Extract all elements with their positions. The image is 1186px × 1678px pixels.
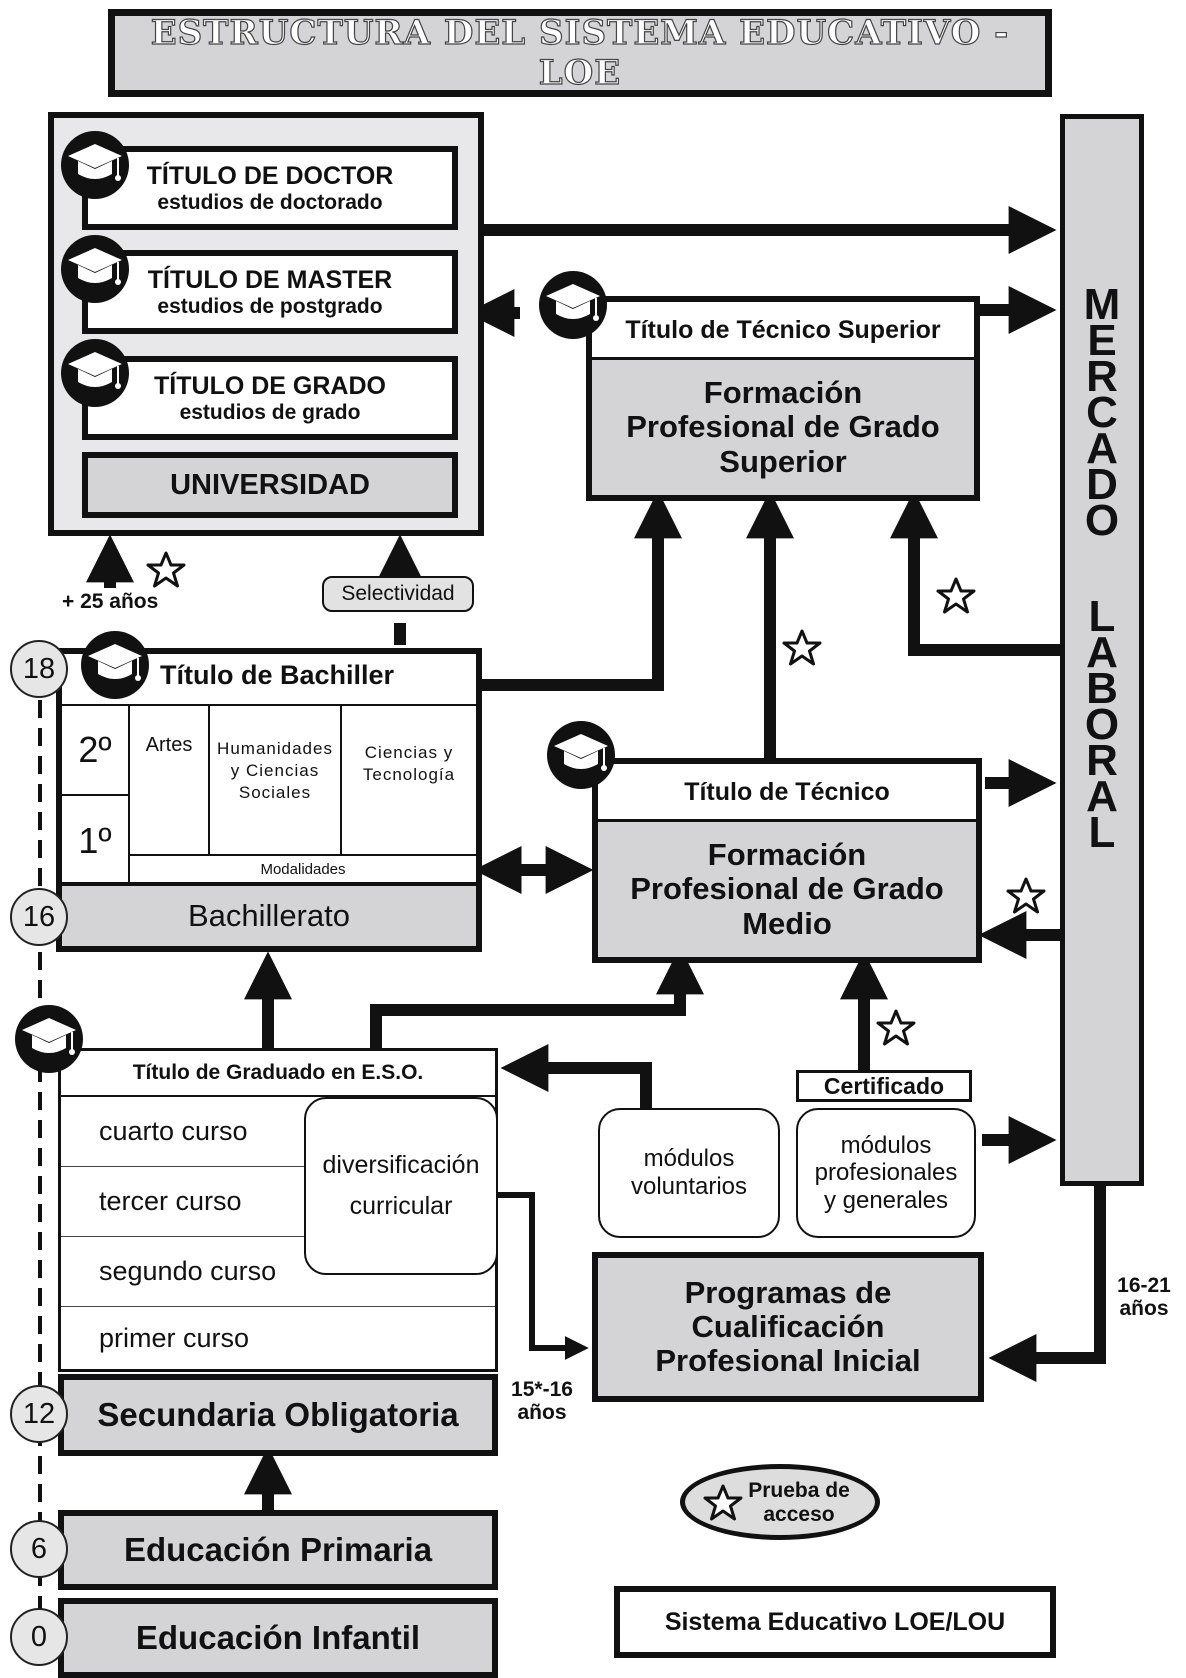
diversificacion-curricular: diversificación curricular: [304, 1097, 498, 1275]
bachillerato-label: Bachillerato: [188, 898, 350, 933]
secundaria-obligatoria-label: Secundaria Obligatoria: [97, 1396, 459, 1433]
pcpi-label: Programas de Cualificación Profesional I…: [655, 1274, 921, 1379]
graduation-cap-icon: [547, 721, 615, 789]
secundaria-obligatoria-box: Secundaria Obligatoria: [58, 1374, 498, 1456]
mercado-letter: A: [1086, 628, 1118, 677]
star-icon: [876, 1009, 916, 1046]
educacion-primaria-label: Educación Primaria: [123, 1531, 433, 1568]
page-title-box: ESTRUCTURA DEL SISTEMA EDUCATIVO - LOE: [108, 9, 1052, 97]
titulo-tecnico: Título de Técnico: [684, 778, 890, 806]
bach-divider: [62, 704, 476, 706]
eso-cursos: cuarto curso tercer curso segundo curso …: [61, 1097, 495, 1369]
titulo-tecnico-box: Título de Técnico: [592, 758, 982, 824]
age-0: 0: [10, 1608, 68, 1666]
educacion-infantil-label: Educación Infantil: [135, 1619, 421, 1656]
mercado-letter: L: [1088, 592, 1116, 641]
modalidad-humanidades: Humanidades y Ciencias Sociales: [210, 706, 342, 856]
universidad-label: UNIVERSIDAD: [170, 468, 370, 501]
titulo-bachiller: Título de Bachiller: [160, 660, 395, 690]
modulos-profesionales: módulos profesionales y generales: [796, 1108, 976, 1238]
graduation-cap-icon: [61, 235, 129, 303]
titulo-tecnico-superior: Título de Técnico Superior: [625, 316, 941, 344]
arrow-diversificacion-pcpi: [498, 1192, 589, 1360]
graduation-cap-icon: [539, 271, 607, 339]
modalidades-label: Modalidades: [130, 854, 476, 882]
mercado-letter: L: [1088, 808, 1116, 857]
curso-segundo: segundo curso: [61, 1237, 495, 1307]
star-icon: [782, 629, 822, 666]
estudios-postgrado: estudios de postgrado: [157, 294, 383, 318]
legend-sistema-box: Sistema Educativo LOE/LOU: [614, 1586, 1056, 1658]
fp-superior-label: Formación Profesional de Grado Superior: [626, 375, 940, 479]
legend-prueba-acceso: Prueba de acceso: [680, 1464, 880, 1540]
curso-cuarto: cuarto curso: [61, 1097, 495, 1167]
arrow-voluntarios-eso: [500, 1044, 652, 1108]
titulo-graduado-eso: Título de Graduado en E.S.O.: [61, 1051, 495, 1097]
mercado-letter: R: [1086, 736, 1118, 785]
mayores-25-label: + 25 años: [62, 590, 159, 613]
age-6: 6: [10, 1520, 68, 1578]
mercado-letter: M: [1083, 280, 1121, 329]
educacion-infantil-box: Educación Infantil: [58, 1598, 498, 1678]
fp-medio-label: Formación Profesional de Grado Medio: [630, 837, 944, 941]
graduation-cap-icon: [81, 631, 149, 699]
mercado-letter: C: [1086, 388, 1118, 437]
fp-superior-box: Formación Profesional de Grado Superior: [586, 357, 980, 501]
age-16: 16: [10, 888, 68, 946]
titulo-master: TÍTULO DE MASTER: [147, 265, 393, 294]
age-12: 12: [10, 1385, 68, 1443]
modalidad-artes: Artes: [130, 706, 210, 856]
mercado-letter: A: [1086, 424, 1118, 473]
titulo-grado: TÍTULO DE GRADO: [154, 371, 386, 400]
mercado-letter: R: [1086, 352, 1118, 401]
estudios-grado: estudios de grado: [179, 400, 361, 424]
bach-year-1: 1º: [62, 796, 130, 886]
modalidad-ciencias: Ciencias y Tecnología: [362, 743, 456, 785]
bachillerato-label-box: Bachillerato: [56, 882, 482, 952]
curso-tercero: tercer curso: [61, 1167, 495, 1237]
titulo-grado-box: TÍTULO DE GRADO estudios de grado: [82, 356, 458, 440]
educacion-primaria-box: Educación Primaria: [58, 1510, 498, 1590]
arrow-mercado-pcpi: [988, 1185, 1106, 1382]
titulo-tecnico-superior-box: Título de Técnico Superior: [586, 296, 980, 362]
arrow-eso-fpmedio: [370, 946, 704, 1048]
pcpi-box: Programas de Cualificación Profesional I…: [592, 1252, 984, 1402]
graduation-cap-icon: [61, 131, 129, 199]
star-icon: [703, 1484, 743, 1521]
star-icon: [936, 577, 976, 614]
arrow-mercado-fpsup: [890, 490, 1062, 656]
graduation-cap-icon: [61, 339, 129, 407]
legend-prueba-label: Prueba de acceso: [748, 1479, 850, 1527]
edad-16-21-label: 16-21 años: [1117, 1274, 1171, 1321]
graduation-cap-icon: [15, 1005, 83, 1073]
modulos-voluntarios: módulos voluntarios: [598, 1108, 780, 1238]
mercado-letter: B: [1086, 664, 1118, 713]
legend-sistema-label: Sistema Educativo LOE/LOU: [664, 1607, 1006, 1636]
mercado-letter: O: [1084, 496, 1120, 545]
age-18: 18: [10, 640, 68, 698]
mercado-letter: A: [1086, 772, 1118, 821]
estudios-doctorado: estudios de doctorado: [157, 190, 383, 214]
curso-primero: primer curso: [99, 1322, 250, 1353]
arrow-bach-fpsup: [482, 490, 682, 691]
edad-15-16-label: 15*-16 años: [511, 1378, 573, 1425]
titulo-master-box: TÍTULO DE MASTER estudios de postgrado: [82, 250, 458, 334]
titulo-doctor: TÍTULO DE DOCTOR: [146, 161, 394, 190]
titulo-doctor-box: TÍTULO DE DOCTOR estudios de doctorado: [82, 146, 458, 230]
universidad-label-box: UNIVERSIDAD: [82, 452, 458, 518]
fp-medio-box: Formación Profesional de Grado Medio: [592, 819, 982, 963]
mercado-letter: D: [1086, 460, 1118, 509]
selectividad-badge: Selectividad: [322, 576, 474, 612]
star-icon: [1006, 877, 1046, 914]
certificado-label: Certificado: [796, 1070, 972, 1102]
mercado-letter: O: [1084, 700, 1120, 749]
mercado-letter: E: [1087, 316, 1117, 365]
star-icon: [146, 551, 186, 588]
page-title: ESTRUCTURA DEL SISTEMA EDUCATIVO - LOE: [150, 12, 1010, 93]
bach-year-2: 2º: [62, 706, 130, 796]
